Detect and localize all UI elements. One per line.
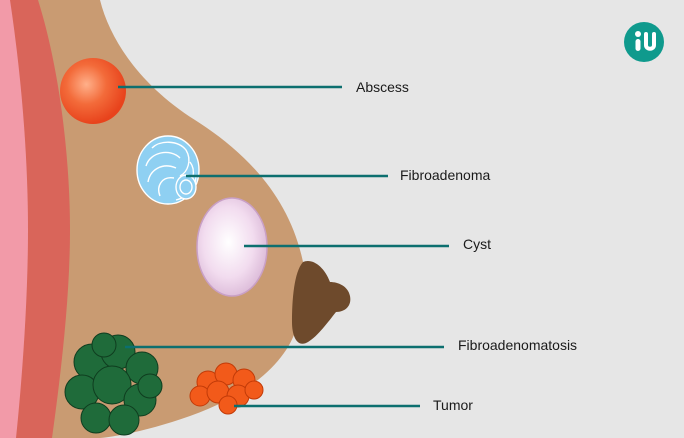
fibroadenoma-mass bbox=[136, 135, 200, 205]
tumor-label: Tumor bbox=[433, 397, 473, 413]
abscess-mass bbox=[60, 58, 126, 124]
tumor-mass bbox=[189, 362, 264, 415]
fibroadenoma-label: Fibroadenoma bbox=[400, 167, 491, 183]
fibroadenomatosis-label: Fibroadenomatosis bbox=[458, 337, 578, 353]
abscess-label: Abscess bbox=[356, 79, 409, 95]
fibroadenomatosis-mass bbox=[64, 332, 163, 436]
brand-logo-icon bbox=[624, 22, 664, 62]
skin-layer bbox=[0, 0, 28, 438]
cyst-label: Cyst bbox=[463, 236, 491, 252]
nipple bbox=[292, 260, 351, 344]
